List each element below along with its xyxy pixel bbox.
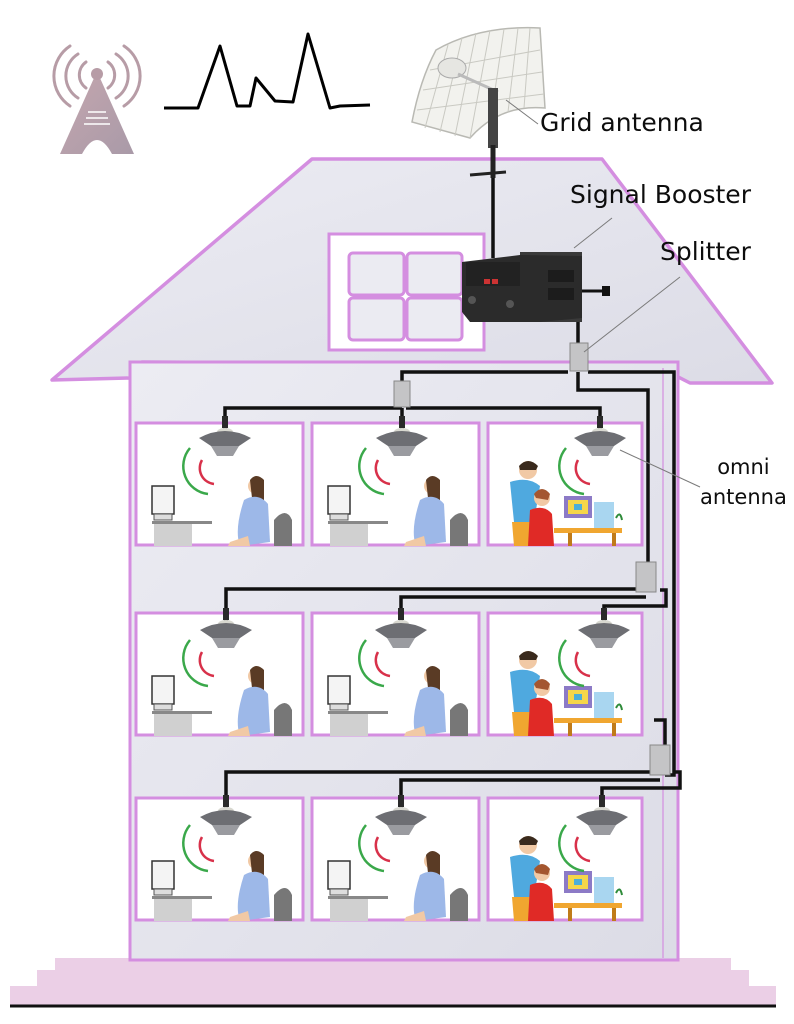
- cell-tower-icon: [52, 44, 142, 154]
- signal-booster-label: Signal Booster: [570, 180, 751, 209]
- leader-lines: [505, 99, 701, 488]
- house-base-steps: [10, 958, 776, 1008]
- signal-booster-device: [462, 252, 610, 322]
- floor-splitter-icon: [635, 561, 657, 593]
- omni-antenna-label-line1: omni: [717, 455, 770, 479]
- grid-antenna-label: Grid antenna: [540, 108, 704, 137]
- floor-splitter-icon: [393, 380, 411, 408]
- splitters: [393, 342, 671, 776]
- signal-waveform-icon: [164, 32, 371, 110]
- splitter-label: Splitter: [660, 237, 751, 266]
- grid-antenna-device: [411, 26, 546, 178]
- omni-antenna-label: omni antenna: [700, 452, 787, 512]
- main-splitter-icon: [569, 342, 589, 372]
- omni-antenna-label-line2: antenna: [700, 485, 787, 509]
- attic-window: [327, 232, 486, 352]
- floor-splitter-icon: [649, 744, 671, 776]
